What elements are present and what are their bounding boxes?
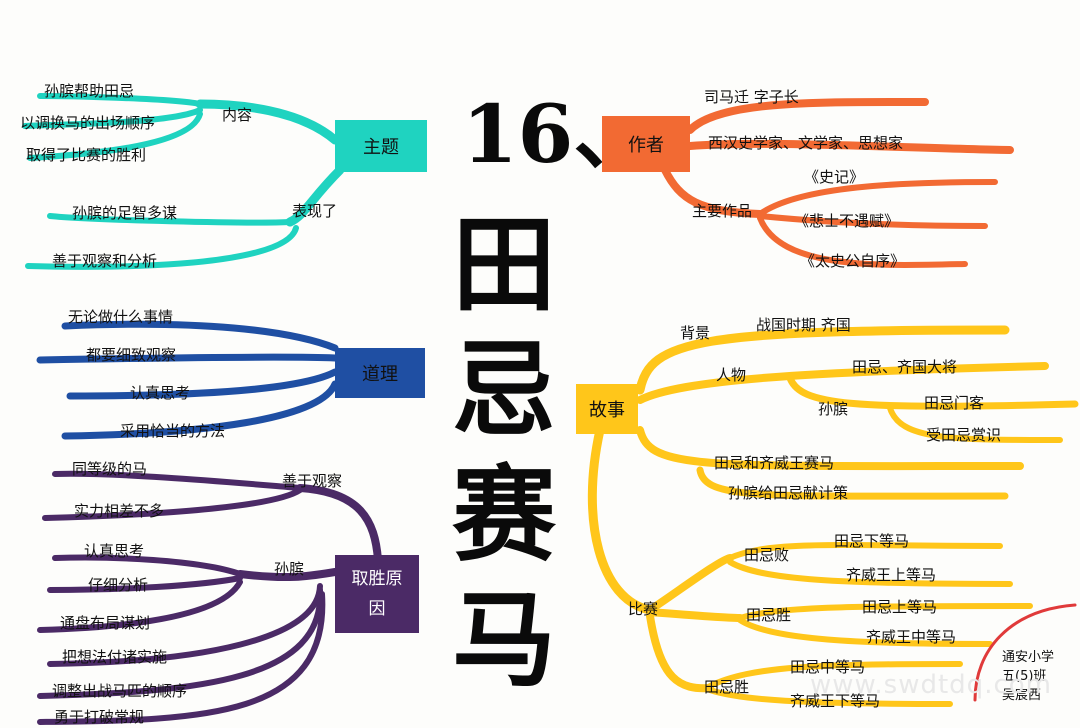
author-work: 《太史公自序》 <box>800 252 906 270</box>
reason-item: 认真思考 <box>130 384 191 402</box>
author-branches <box>661 97 1014 268</box>
match-round-item: 齐威王下等马 <box>790 692 881 710</box>
match-round-item: 齐威王中等马 <box>866 628 957 646</box>
stamp-arc <box>973 603 1077 702</box>
story-background-label: 背景 <box>680 324 711 342</box>
theme-content-item: 以调换马的出场顺序 <box>20 114 156 132</box>
stamp-text: 通安小学 五(5)班 吴宸西 <box>1002 648 1054 705</box>
theme-node: 主题 <box>335 120 427 172</box>
story-sunbin-item: 受田忌赏识 <box>926 426 1002 444</box>
author-works-label: 主要作品 <box>692 202 753 220</box>
stamp-author: 吴宸西 <box>1002 688 1042 703</box>
match-round-item: 田忌上等马 <box>862 598 938 616</box>
cause-sunbin-item: 勇于打破常规 <box>54 708 145 726</box>
reason-item: 无论做什么事情 <box>68 308 174 326</box>
author-work: 《史记》 <box>804 168 865 186</box>
match-round-label: 田忌败 <box>744 546 790 564</box>
title-char-2: 忌 <box>452 328 557 451</box>
stamp-school: 通安小学 <box>1002 650 1055 665</box>
story-branches <box>587 325 1079 707</box>
theme-show-item: 善于观察和分析 <box>52 252 158 270</box>
match-round-item: 田忌下等马 <box>834 532 910 550</box>
story-people-label: 人物 <box>716 366 747 384</box>
cause-observe-label: 善于观察 <box>282 472 343 490</box>
reason-item: 采用恰当的方法 <box>120 422 226 440</box>
cause-sunbin-item: 仔细分析 <box>88 576 149 594</box>
theme-show-item: 孙膑的足智多谋 <box>72 204 178 222</box>
theme-branches <box>22 93 345 270</box>
stamp-class: 五(5)班 <box>1002 669 1047 684</box>
reason-branches <box>36 320 339 440</box>
story-match-label: 比赛 <box>628 600 659 618</box>
cause-node: 取胜原因 <box>335 555 419 633</box>
match-round-item: 田忌中等马 <box>790 658 866 676</box>
cause-observe-item: 实力相差不多 <box>74 502 165 520</box>
theme-content-item: 取得了比赛的胜利 <box>26 146 147 164</box>
title-char-3: 赛 <box>452 453 557 576</box>
theme-content-item: 孙膑帮助田忌 <box>44 82 135 100</box>
cause-sunbin-item: 认真思考 <box>84 542 145 560</box>
story-sunbin-label: 孙膑 <box>818 400 849 418</box>
cause-observe-item: 同等级的马 <box>72 460 148 478</box>
story-event: 田忌和齐威王赛马 <box>714 454 835 472</box>
title-char-4: 马 <box>452 578 557 701</box>
reason-item: 都要细致观察 <box>86 346 177 364</box>
cause-branches <box>37 470 382 725</box>
story-sunbin-item: 田忌门客 <box>924 394 985 412</box>
cause-sunbin-item: 通盘布局谋划 <box>60 614 151 632</box>
cause-sunbin-item: 调整出战马匹的顺序 <box>52 682 188 700</box>
match-round-item: 齐威王上等马 <box>846 566 937 584</box>
story-background: 战国时期 齐国 <box>756 316 851 334</box>
cause-sunbin-label: 孙膑 <box>274 560 305 578</box>
match-round-label: 田忌胜 <box>746 606 792 624</box>
watermark: www.swdtdq.com <box>810 670 1052 700</box>
story-tianji: 田忌、齐国大将 <box>852 358 958 376</box>
theme-show-label: 表现了 <box>292 202 338 220</box>
cause-sunbin-item: 把想法付诸实施 <box>62 648 168 666</box>
author-work: 《悲士不遇赋》 <box>794 212 900 230</box>
theme-content-label: 内容 <box>222 106 253 124</box>
author-title: 西汉史学家、文学家、思想家 <box>708 134 904 152</box>
story-node: 故事 <box>576 384 638 434</box>
author-node: 作者 <box>602 116 690 172</box>
match-round-label: 田忌胜 <box>704 678 750 696</box>
story-event: 孙膑给田忌献计策 <box>728 484 849 502</box>
author-name: 司马迁 字子长 <box>704 88 799 106</box>
title-char-1: 田 <box>452 203 557 326</box>
reason-node: 道理 <box>335 348 425 398</box>
